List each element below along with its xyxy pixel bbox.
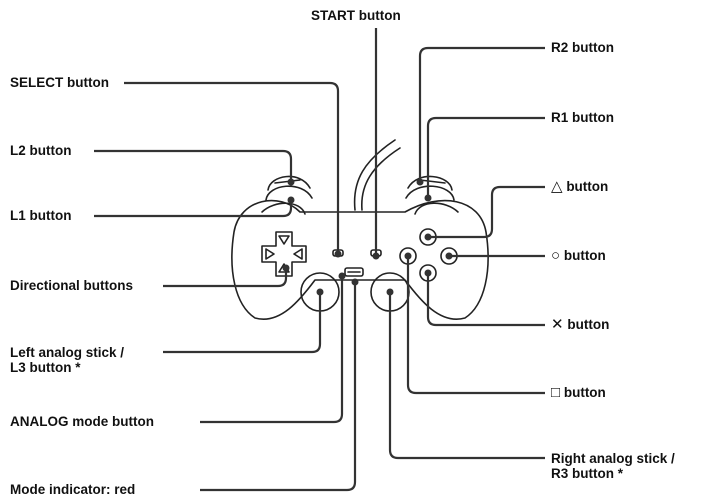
analog-mode-button-shape <box>344 267 364 277</box>
right-shoulder-buttons <box>405 175 455 201</box>
cross-button-label: ✕ button <box>551 317 609 332</box>
l2-button-label: L2 button <box>10 143 72 158</box>
circle-button-text: button <box>563 248 606 263</box>
mode-indicator-label: Mode indicator: red <box>10 482 136 497</box>
r1-button-label: R1 button <box>551 110 614 125</box>
right-analog-stick-label-line1: Right analog stick / <box>551 451 675 466</box>
left-analog-stick-label: Left analog stick / L3 button * <box>10 345 124 375</box>
select-button-label: SELECT button <box>10 75 109 90</box>
square-button-label: □ button <box>551 385 606 400</box>
circle-button-label: ○ button <box>551 248 606 263</box>
square-button-text: button <box>563 385 606 400</box>
triangle-button-label: △ button <box>551 179 608 194</box>
circle-icon: ○ <box>551 247 561 264</box>
controller-cable <box>353 139 396 211</box>
controller-body <box>231 199 489 320</box>
r2-button-label: R2 button <box>551 40 614 55</box>
left-analog-stick-label-line2: L3 button * <box>10 360 81 375</box>
square-icon: □ <box>551 384 561 401</box>
start-button-label: START button <box>311 8 401 23</box>
right-analog-stick-label: Right analog stick / R3 button * <box>551 451 675 481</box>
analog-mode-button-label: ANALOG mode button <box>10 414 154 429</box>
triangle-icon: △ <box>551 178 563 195</box>
triangle-button-text: button <box>566 179 609 194</box>
right-analog-stick-label-line2: R3 button * <box>551 466 623 481</box>
l1-button-label: L1 button <box>10 208 72 223</box>
cross-icon: ✕ <box>551 316 564 333</box>
left-shoulder-buttons <box>265 175 313 201</box>
left-analog-stick-label-line1: Left analog stick / <box>10 345 125 360</box>
cross-button-text: button <box>567 317 610 332</box>
directional-buttons-label: Directional buttons <box>10 278 134 293</box>
